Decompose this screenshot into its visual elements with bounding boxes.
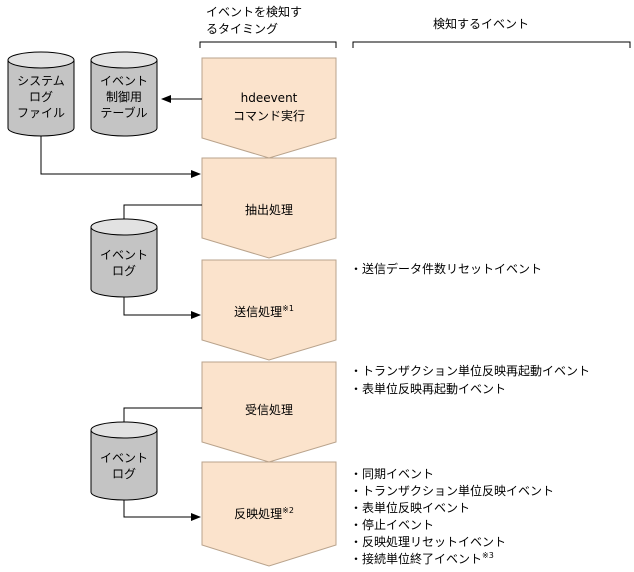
cylinder-label-line2: ログ xyxy=(29,90,53,104)
cylinder-label-line2: ログ xyxy=(112,467,136,481)
arrow-syslog-to-extract xyxy=(40,136,201,178)
cylinder-top xyxy=(90,51,158,69)
event-item: ・同期イベント xyxy=(350,467,434,481)
step-label: 抽出処理 xyxy=(245,203,293,217)
event-list-apply: ・同期イベント ・トランザクション単位反映イベント ・表単位反映イベント ・停止… xyxy=(350,467,554,566)
event-item: ・表単位反映イベント xyxy=(350,500,470,515)
cylinder-label-line1: イベント xyxy=(100,451,148,465)
cylinder-body xyxy=(90,226,158,298)
step-1-command: hdeevent コマンド実行 xyxy=(201,57,337,159)
line-receive-to-eventlog xyxy=(123,407,202,422)
connectors xyxy=(40,95,202,521)
step-label: 送信処理※1 xyxy=(234,304,294,319)
cylinder-top xyxy=(7,51,75,69)
cylinder-label-line3: ファイル xyxy=(17,106,65,120)
cylinder-label-line1: イベント xyxy=(100,248,148,262)
event-list-receive: ・トランザクション単位反映再起動イベント ・表単位反映再起動イベント xyxy=(350,363,590,396)
cylinder-top xyxy=(90,421,158,439)
step-shape xyxy=(201,157,337,259)
step-shape xyxy=(201,461,337,567)
arrow-eventlog-to-apply xyxy=(123,500,201,521)
cylinder-label-line1: システム xyxy=(17,74,65,88)
cylinder-label-line3: テーブル xyxy=(100,105,147,120)
event-item: ・トランザクション単位反映イベント xyxy=(350,483,554,498)
footnote-mark-3: ※3 xyxy=(482,551,494,560)
event-item: ・送信データ件数リセットイベント xyxy=(350,261,542,276)
event-list-send: ・送信データ件数リセットイベント xyxy=(350,261,542,276)
cylinder-body xyxy=(90,429,158,501)
step-label-line2: コマンド実行 xyxy=(233,108,305,123)
cylinder-body xyxy=(90,59,158,137)
event-control-table-cylinder: イベント 制御用 テーブル xyxy=(90,51,158,137)
cylinder-label-line2: ログ xyxy=(112,264,136,278)
step-label: 反映処理※2 xyxy=(234,506,294,521)
cylinder-body xyxy=(7,59,75,137)
timing-header-bracket xyxy=(199,41,337,48)
event-item: ・表単位反映再起動イベント xyxy=(350,381,506,396)
step-label: 受信処理 xyxy=(245,403,293,417)
event-item: ・トランザクション単位反映再起動イベント xyxy=(350,363,590,378)
step-shape xyxy=(201,361,337,463)
event-item: ・反映処理リセットイベント xyxy=(350,535,506,549)
timing-header-line1: イベントを検知す xyxy=(206,5,302,19)
arrow-eventlog-to-send xyxy=(123,297,201,319)
footnote-mark-2: ※2 xyxy=(282,506,294,515)
events-header: 検知するイベント xyxy=(433,17,529,31)
cylinder-label-line1: イベント xyxy=(100,74,148,88)
cylinder-top xyxy=(90,218,158,236)
line-extract-to-eventlog xyxy=(123,204,202,219)
step-label-line1: hdeevent xyxy=(241,91,298,105)
event-log-cylinder-1: イベント ログ xyxy=(90,218,158,298)
event-log-cylinder-2: イベント ログ xyxy=(90,421,158,501)
event-item: ・接続単位終了イベント※3 xyxy=(350,551,494,566)
step-shape xyxy=(201,57,337,159)
footnote-mark-1: ※1 xyxy=(282,304,294,313)
timing-header-line2: るタイミング xyxy=(206,22,278,36)
header: イベントを検知す るタイミング 検知するイベント xyxy=(199,5,631,48)
step-4-receive: 受信処理 xyxy=(201,361,337,463)
events-header-bracket xyxy=(352,41,631,48)
step-2-extract: 抽出処理 xyxy=(201,157,337,259)
step-3-send: 送信処理※1 xyxy=(201,259,337,361)
step-5-apply: 反映処理※2 xyxy=(201,461,337,567)
step-shape xyxy=(201,259,337,361)
cylinder-label-line2: 制御用 xyxy=(106,89,142,104)
system-log-file-cylinder: システム ログ ファイル xyxy=(7,51,75,137)
event-item: ・停止イベント xyxy=(350,517,434,532)
